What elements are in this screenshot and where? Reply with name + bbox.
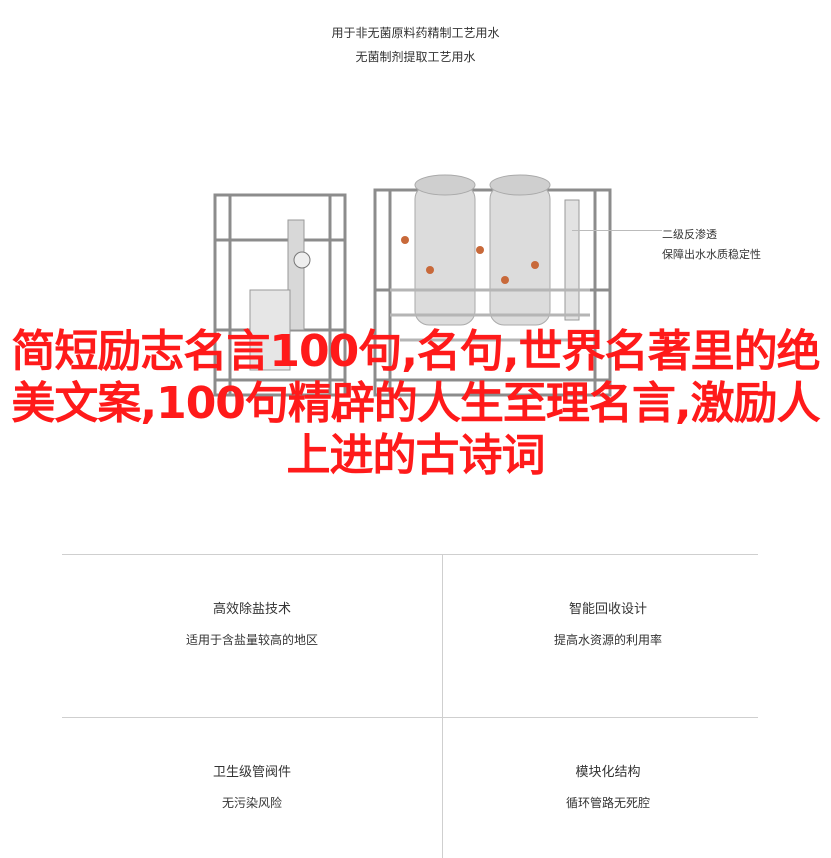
callout-subtitle: 保障出水水质稳定性	[662, 248, 761, 261]
feature-cell-modular: 模块化结构 循环管路无死腔	[418, 761, 798, 811]
callout-leader-line	[572, 230, 662, 231]
feature-title: 卫生级管阀件	[212, 765, 291, 780]
feature-title: 高效除盐技术	[212, 602, 291, 617]
divider-horizontal-middle	[62, 717, 758, 718]
feature-subtitle: 无污染风险	[221, 796, 282, 810]
divider-vertical	[442, 554, 443, 858]
headline-title: 简短励志名言100句,名句,世界名著里的绝美文案,100句精辟的人生至理名言,激…	[11, 326, 820, 481]
feature-subtitle: 适用于含盐量较高的地区	[185, 633, 318, 647]
feature-cell-desalination: 高效除盐技术 适用于含盐量较高的地区	[62, 598, 442, 648]
feature-title: 模块化结构	[575, 765, 641, 780]
feature-cell-sanitary-valves: 卫生级管阀件 无污染风险	[62, 761, 442, 811]
water-treatment-equipment-image	[213, 174, 612, 397]
divider-horizontal-top	[62, 554, 758, 555]
caption-line-1: 用于非无菌原料药精制工艺用水	[331, 26, 500, 40]
feature-subtitle: 循环管路无死腔	[565, 796, 650, 810]
caption-line-2: 无菌制剂提取工艺用水	[355, 50, 476, 64]
callout-title: 二级反渗透	[662, 228, 717, 241]
feature-subtitle: 提高水资源的利用率	[553, 633, 662, 647]
feature-cell-recovery: 智能回收设计 提高水资源的利用率	[418, 598, 798, 648]
feature-title: 智能回收设计	[568, 602, 647, 617]
